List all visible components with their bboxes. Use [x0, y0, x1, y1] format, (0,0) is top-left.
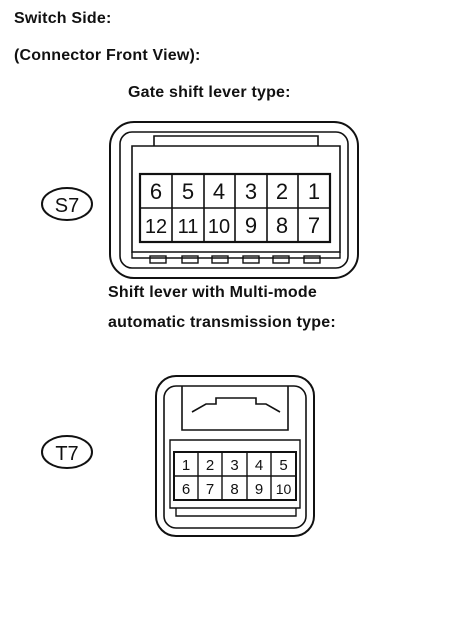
- t7-pin: 9: [255, 481, 263, 498]
- s7-title: Gate shift lever type:: [128, 84, 291, 101]
- s7-connector-body: [109, 121, 359, 279]
- t7-tag-label: T7: [55, 443, 78, 465]
- t7-pin: 5: [279, 457, 287, 474]
- s7-pin: 10: [208, 216, 230, 238]
- t7-connector-body: [155, 375, 315, 537]
- s7-pin: 9: [245, 213, 257, 238]
- t7-pin: 8: [230, 481, 238, 498]
- t7-pin: 4: [255, 457, 263, 474]
- t7-pins-row2: 6 7 8 9 10: [182, 481, 292, 498]
- t7-pin: 2: [206, 457, 214, 474]
- s7-pin: 3: [245, 179, 257, 204]
- t7-pin: 7: [206, 481, 214, 498]
- s7-pin: 1: [308, 179, 320, 204]
- t7-title-line1: Shift lever with Multi-mode: [108, 284, 317, 301]
- s7-pin: 2: [276, 179, 288, 204]
- header-title: Switch Side:: [14, 10, 112, 27]
- s7-pin: 6: [150, 179, 162, 204]
- s7-pin: 4: [213, 179, 225, 204]
- t7-pin: 1: [182, 457, 190, 474]
- s7-pin: 11: [178, 216, 199, 238]
- s7-pin: 7: [308, 213, 320, 238]
- s7-pin: 12: [145, 216, 167, 238]
- t7-pins-row1: 1 2 3 4 5: [182, 457, 288, 474]
- t7-pin: 3: [230, 457, 238, 474]
- s7-pin: 5: [182, 179, 194, 204]
- t7-pin-grid: [173, 451, 297, 501]
- t7-pin: 6: [182, 481, 190, 498]
- t7-tag-ellipse: [41, 435, 93, 469]
- s7-pin: 8: [276, 213, 288, 238]
- s7-pins-row2: 12 11 10 9 8 7: [145, 213, 320, 238]
- header-subtitle: (Connector Front View):: [14, 47, 201, 64]
- s7-pins-row1: 6 5 4 3 2 1: [150, 179, 320, 204]
- s7-tag-label: S7: [55, 195, 79, 217]
- s7-pin-grid: [138, 172, 332, 244]
- t7-title-line2: automatic transmission type:: [108, 314, 336, 331]
- s7-tag-ellipse: [41, 187, 93, 221]
- t7-pin: 10: [276, 481, 292, 497]
